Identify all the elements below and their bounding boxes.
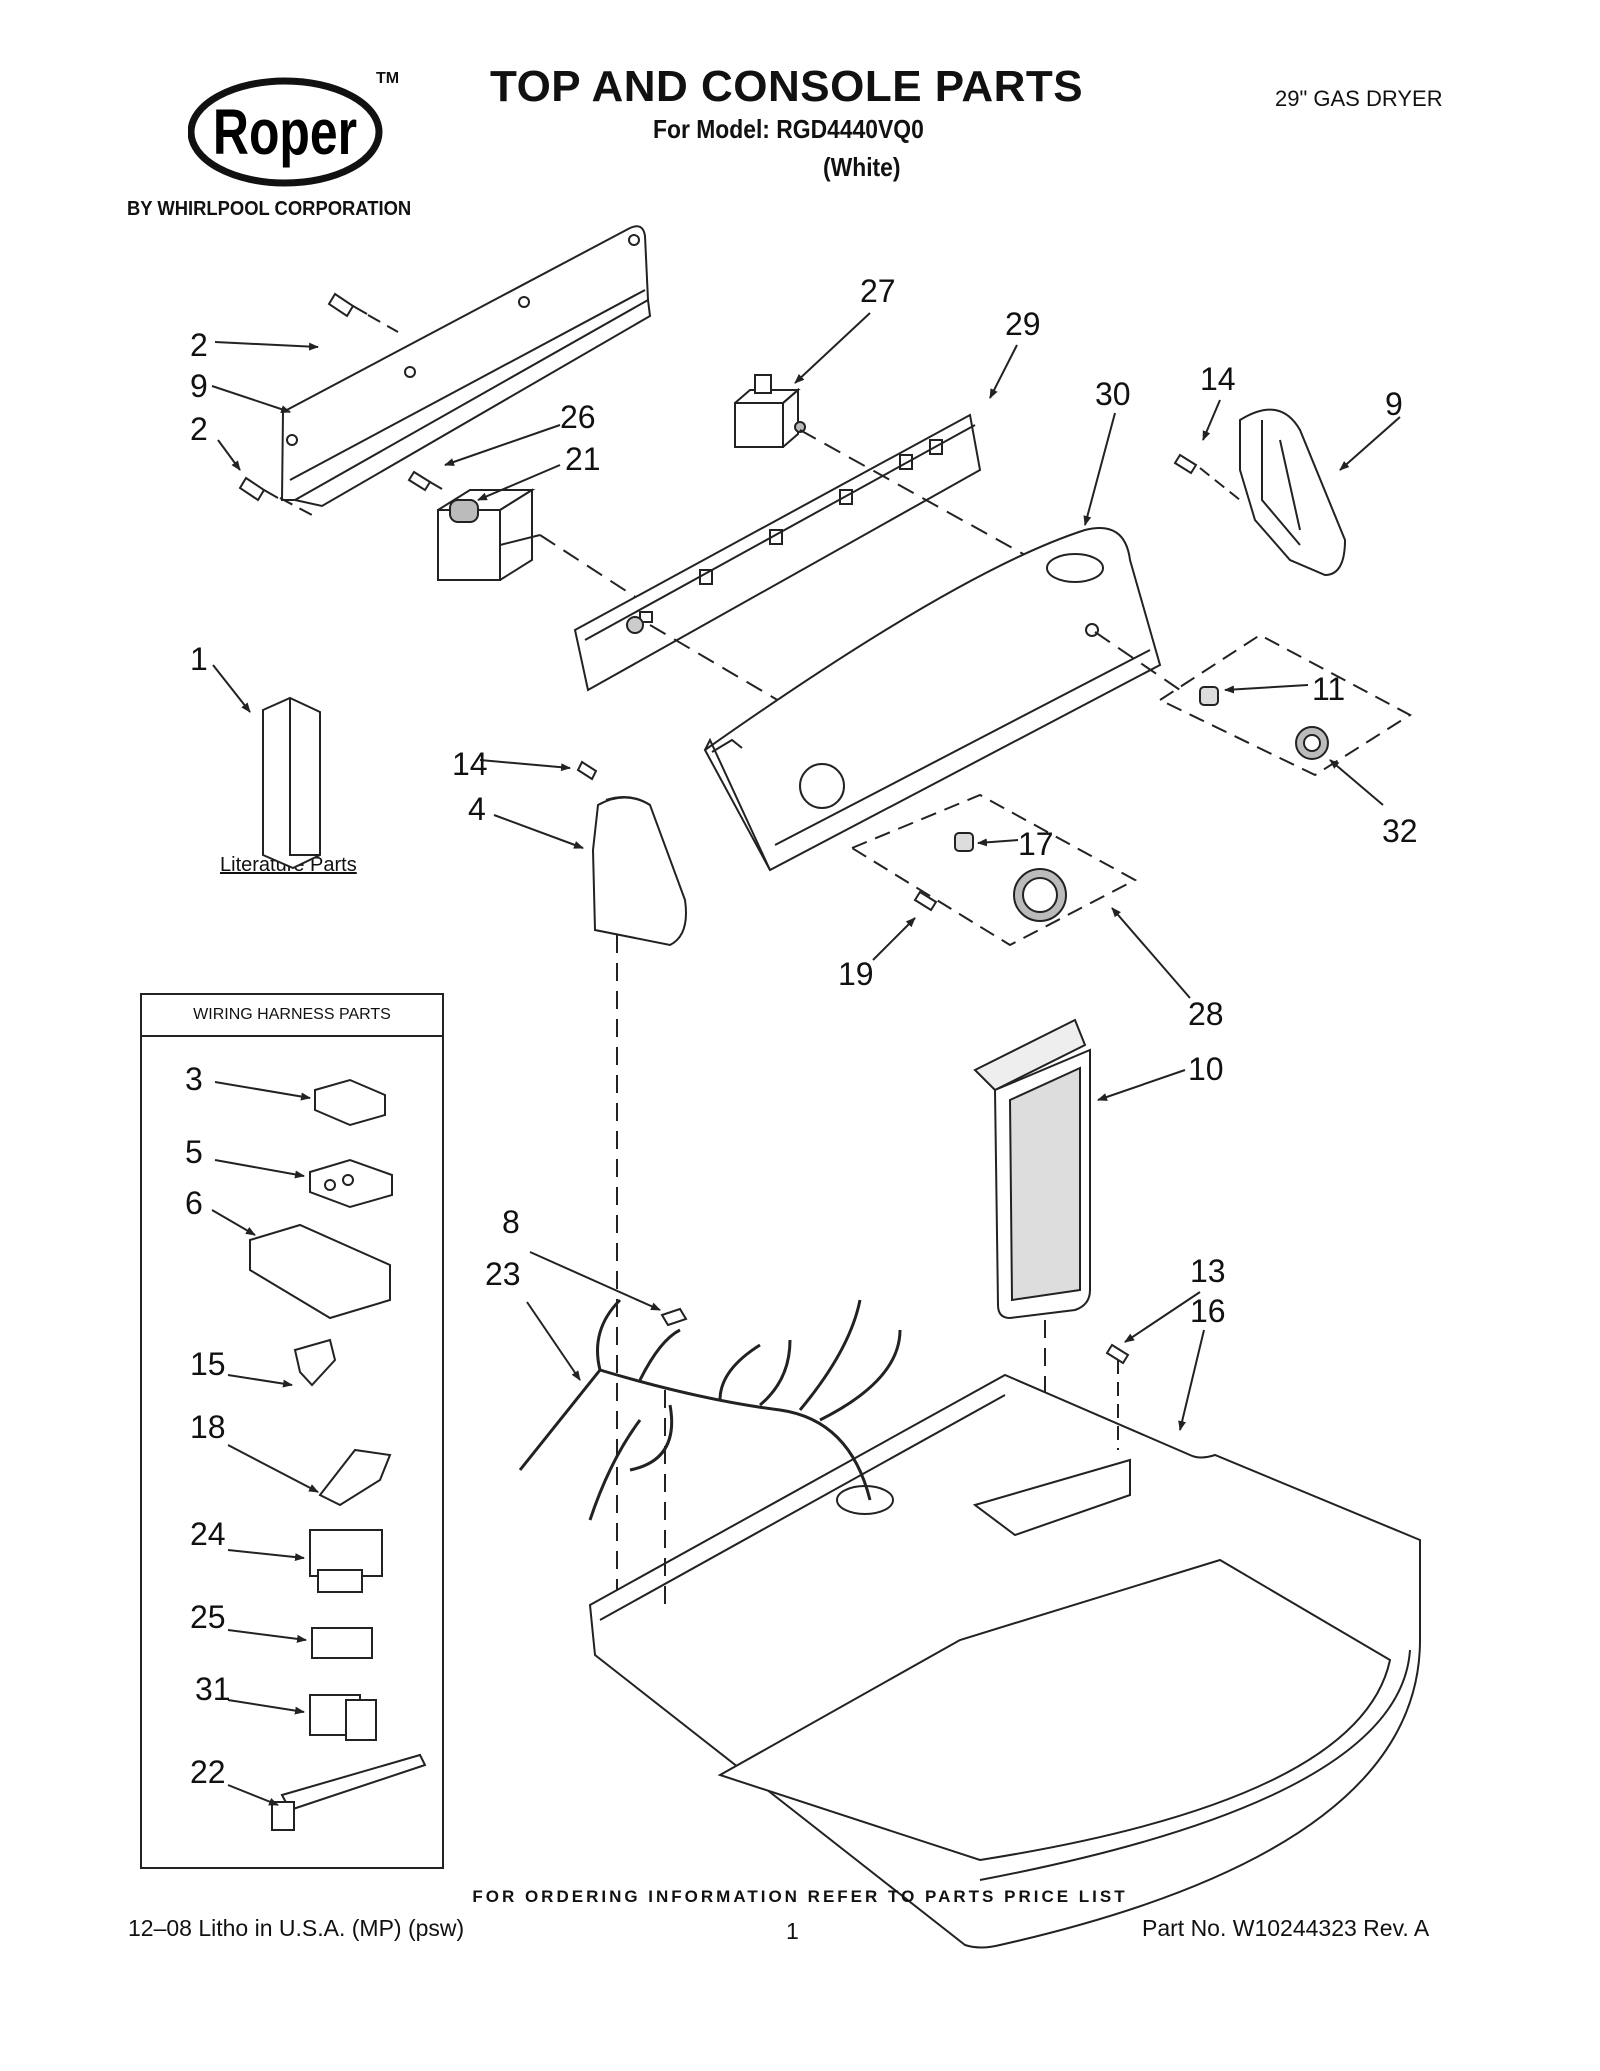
knob-kit-dashed-outline [1157,633,1412,777]
callout-28: 28 [1188,996,1224,1032]
left-end-cap-part [591,795,687,947]
lint-screen-part [973,1018,1091,1320]
selector-switch-part [734,374,806,448]
callout-27: 27 [860,273,896,309]
wiring-harness-box [140,993,444,1869]
callout-8: 8 [502,1204,520,1240]
color-line: (White) [823,152,901,182]
callout-10: 10 [1188,1051,1224,1087]
wire-harness-part [518,1298,902,1521]
timer-part [437,488,541,581]
callout-18: 18 [190,1409,226,1445]
product-type: 29" GAS DRYER [1275,86,1443,111]
callout-19: 19 [838,956,874,992]
callout-25: 25 [190,1599,226,1635]
roper-logo: Roper [188,77,383,187]
callout-24: 24 [190,1516,226,1552]
model-line: For Model: RGD4440VQ0 [653,114,924,144]
callout-29: 29 [1005,306,1041,342]
console-part [703,527,1162,872]
control-panel-part [573,413,982,692]
dryer-top-part [588,1373,1421,1949]
screw-part [238,292,443,502]
callout-17: 17 [1018,826,1054,862]
console-rear-bracket-part [280,225,652,508]
callout-3: 3 [185,1061,203,1097]
literature-booklet-part [262,696,321,870]
callout-15: 15 [190,1346,226,1382]
callout-4: 4 [468,791,486,827]
callout-6: 6 [185,1185,203,1221]
callout-7: 9 [1385,386,1403,422]
callout-labels: 2 9 2 26 21 27 29 30 14 9 11 32 1 14 4 1… [185,273,1418,1790]
page-title: TOP AND CONSOLE PARTS [490,62,1084,111]
harness-part-icons [249,1078,427,1831]
callout-32: 32 [1382,813,1418,849]
part-number: Part No. W10244323 Rev. A [1142,1915,1430,1941]
callout-16: 16 [1190,1293,1226,1329]
page-number: 1 [786,1918,799,1944]
brand-wordmark: Roper [213,97,357,168]
wiring-harness-title: WIRING HARNESS PARTS [140,993,444,1037]
callout-21: 21 [565,441,601,477]
callout-22: 22 [190,1754,226,1790]
callout-14: 14 [1200,361,1236,397]
brand-byline: BY WHIRLPOOL CORPORATION [127,198,412,220]
trademark-mark: TM [376,70,400,87]
callout-9: 9 [190,368,208,404]
callout-14b: 14 [452,746,488,782]
litho-info: 12–08 Litho in U.S.A. (MP) (psw) [128,1915,465,1941]
callout-1: 1 [190,641,208,677]
callout-2b: 2 [190,411,208,447]
callout-13: 13 [1190,1253,1226,1289]
timer-knob-kit-dashed-outline [849,793,1138,947]
end-cap-part [1239,408,1347,577]
callout-26: 26 [560,399,596,435]
callout-2: 2 [190,327,208,363]
callout-31: 31 [195,1671,231,1707]
callout-11: 11 [1312,671,1345,707]
callout-30: 30 [1095,376,1131,412]
callout-23: 23 [485,1256,521,1292]
callout-5: 5 [185,1134,203,1170]
ordering-note: FOR ORDERING INFORMATION REFER TO PARTS … [472,1887,1128,1906]
